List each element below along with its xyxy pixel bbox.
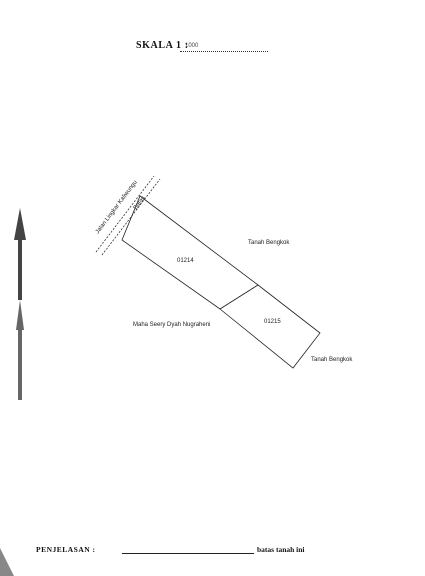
legend-text: batas tanah ini [257, 545, 305, 554]
road-line-outer [95, 175, 155, 253]
legend-solid-line [122, 553, 254, 554]
legend-label: PENJELASAN : [36, 545, 96, 554]
parcel-b-id: 01215 [264, 319, 281, 325]
scan-edge-mark [0, 548, 14, 576]
road-line-inner [101, 178, 161, 256]
neighbor-label-bottom: Tanah Bengkok [311, 357, 353, 363]
owner-label: Maha Seery Dyah Nugraheni [133, 322, 210, 328]
scale-underline [180, 51, 268, 52]
scale-value: 1000 [185, 43, 199, 49]
parcel-01215-boundary [219, 284, 321, 369]
road-side-label: Batas [133, 195, 147, 211]
parcel-shared-border [219, 284, 259, 310]
neighbor-label-top: Tanah Bengkok [248, 240, 290, 246]
north-arrow-icon [14, 208, 26, 400]
parcel-01214-boundary [121, 195, 259, 310]
scale-label: SKALA 1 : [136, 40, 189, 51]
parcel-a-id: 01214 [177, 258, 194, 264]
